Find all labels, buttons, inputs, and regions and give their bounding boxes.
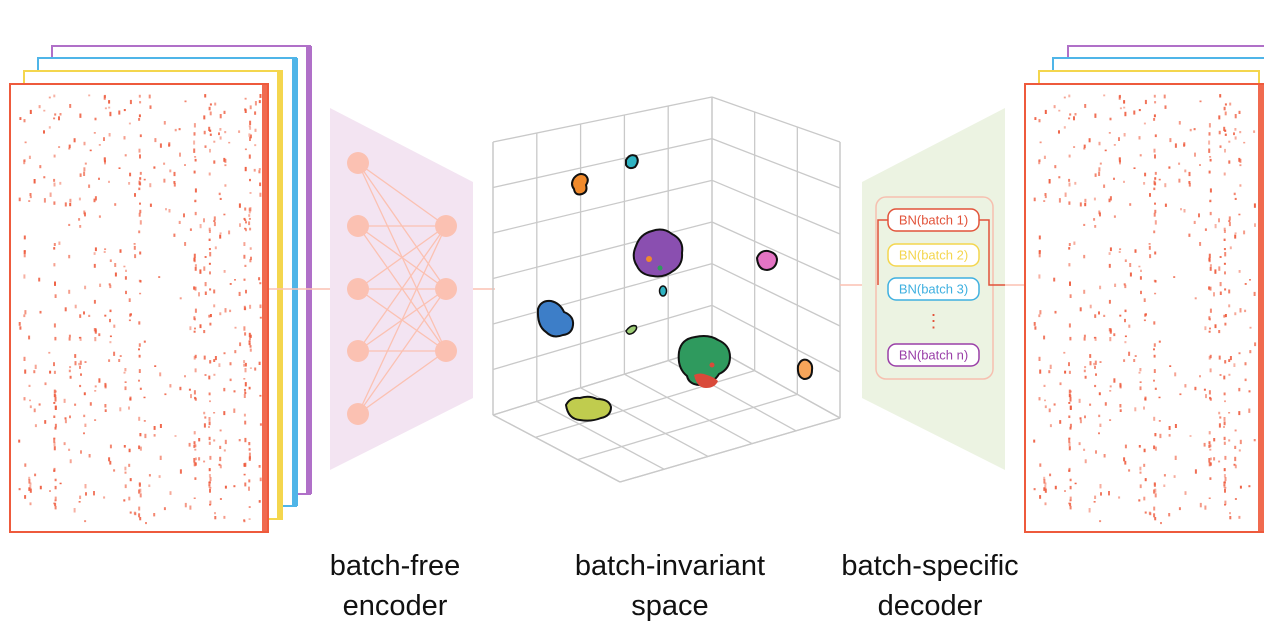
- cluster-pink: [755, 249, 779, 272]
- cube-grid: [492, 96, 841, 483]
- encoder-caption: batch-free encoder: [300, 546, 490, 626]
- network-node: [347, 278, 369, 300]
- network-node: [435, 215, 457, 237]
- encoder: [330, 108, 473, 470]
- decoder-caption: batch-specific decoder: [815, 546, 1045, 626]
- network-node: [435, 278, 457, 300]
- decoder: BN(batch 1) BN(batch 2) BN(batch 3) BN(batc…: [862, 108, 1005, 470]
- input-matrix-batch-red: [9, 83, 269, 533]
- latent-space-cube: [492, 96, 841, 483]
- cluster-peach: [796, 358, 814, 381]
- bn-layer-1: BN(batch 1): [887, 208, 980, 232]
- cluster-small-teal: [658, 285, 668, 297]
- caption-line: space: [631, 590, 709, 622]
- cluster-blue: [536, 299, 575, 338]
- bn-layer-4: BN(batch n): [887, 343, 980, 367]
- network-edge: [357, 225, 447, 415]
- bn-label: BN(batch 1): [899, 213, 968, 228]
- input-matrix-stack: [9, 45, 312, 533]
- network-edge: [357, 350, 447, 415]
- output-matrix-stack: [1024, 45, 1264, 533]
- space-caption: batch-invariant space: [550, 546, 790, 626]
- network-edge: [357, 162, 447, 227]
- cluster-olive: [564, 395, 613, 422]
- caption-line: decoder: [877, 590, 983, 622]
- bn-panel: [875, 196, 994, 380]
- bn-ellipsis: ⋮: [925, 311, 943, 331]
- bn-label: BN(batch 3): [899, 282, 968, 297]
- cluster-small-green: [625, 324, 638, 335]
- bn-layer-2: BN(batch 2): [887, 243, 980, 267]
- network-node: [347, 403, 369, 425]
- cluster-purple: [632, 228, 684, 278]
- network-edge: [357, 288, 447, 415]
- network-edge: [357, 225, 447, 352]
- batch-norm-layers: BN(batch 1) BN(batch 2) BN(batch 3) BN(batc…: [877, 208, 1005, 367]
- network-node: [435, 340, 457, 362]
- bn-layer-3: BN(batch 3): [887, 277, 980, 301]
- bn-routing-line: [877, 219, 1005, 286]
- encoder-network-nodes: [347, 152, 457, 425]
- caption-line: batch-free: [329, 550, 461, 582]
- network-edge: [357, 225, 447, 290]
- cell-clusters: [536, 154, 814, 422]
- network-node: [347, 215, 369, 237]
- encoder-network-edges: [357, 162, 447, 415]
- caption-line: encoder: [342, 590, 448, 622]
- cluster-orange: [571, 173, 589, 196]
- cluster-green: [677, 335, 732, 388]
- matrix-expression-dots: [18, 94, 262, 525]
- cluster-teal: [625, 154, 639, 170]
- bn-label: BN(batch n): [899, 348, 968, 363]
- network-node: [347, 340, 369, 362]
- network-node: [347, 152, 369, 174]
- caption-line: batch-specific: [841, 550, 1019, 582]
- bn-label: BN(batch 2): [899, 248, 968, 263]
- matrix-expression-dots: [1033, 94, 1257, 525]
- output-matrix-batch-red: [1024, 83, 1264, 533]
- caption-line: batch-invariant: [574, 550, 766, 582]
